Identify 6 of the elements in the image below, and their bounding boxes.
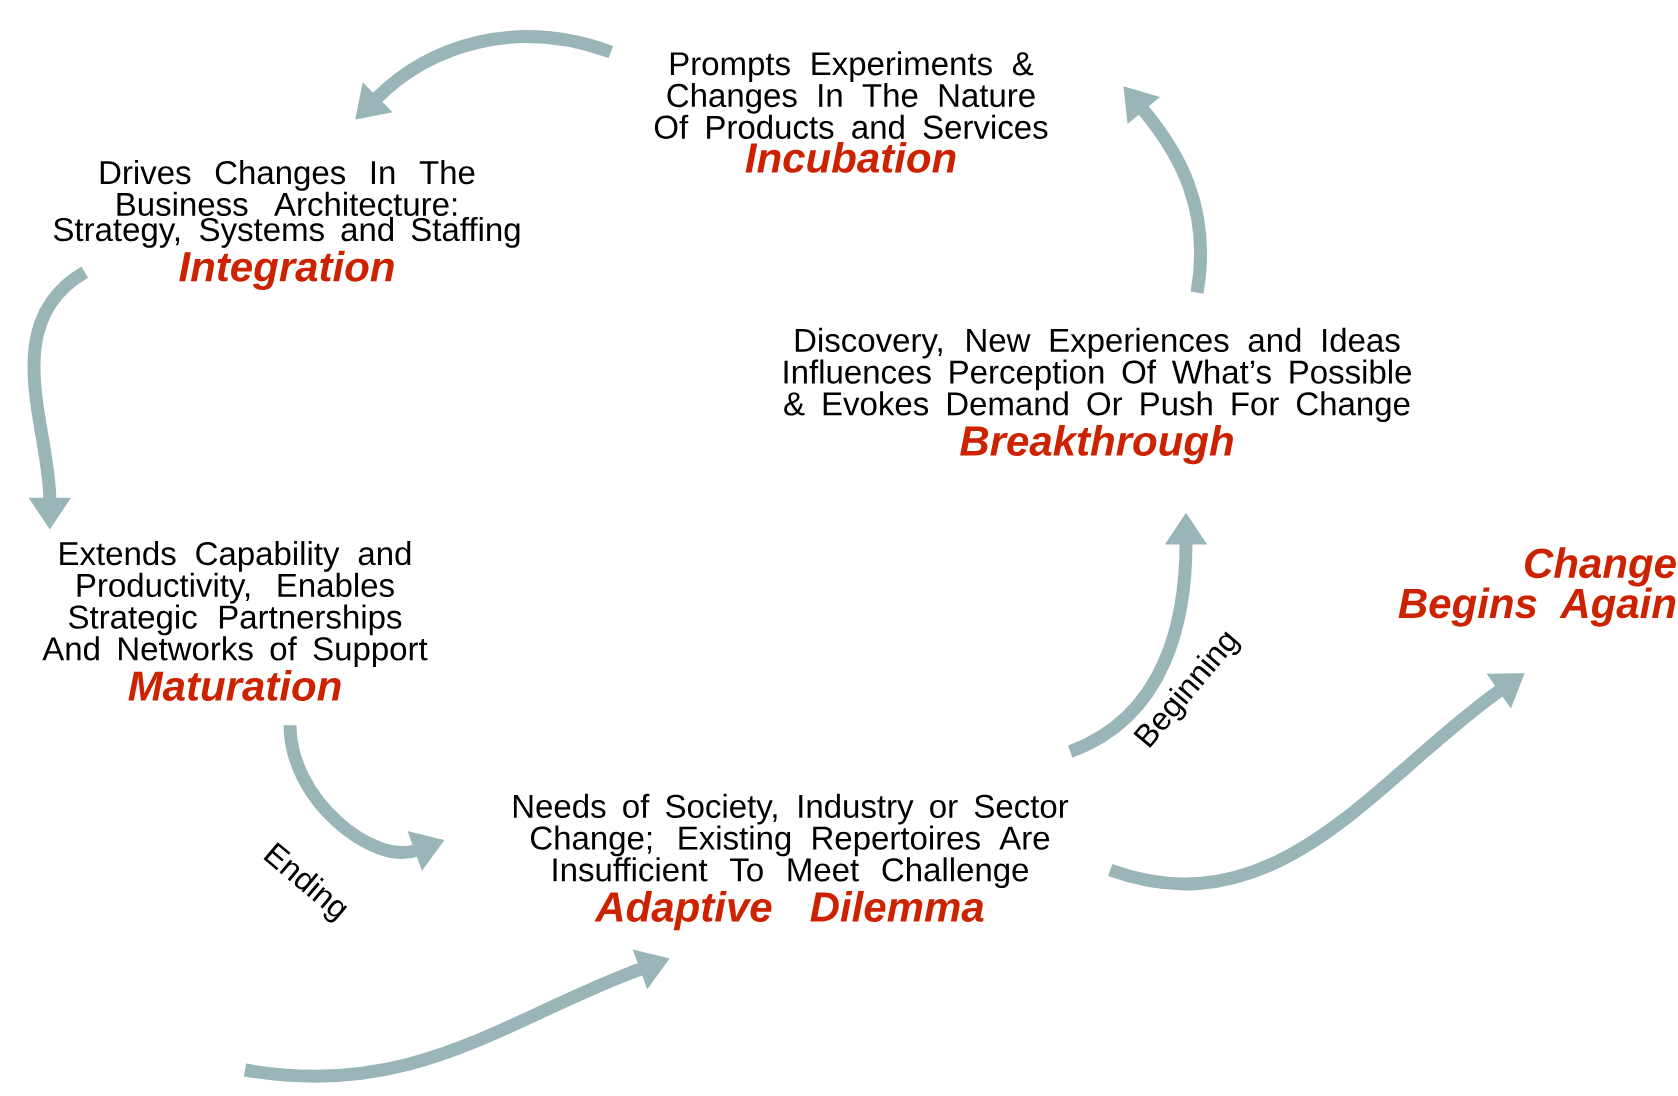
stage-text: Extends Capability and Productivity, Enables Strategic Partnerships And Networks of Support Maturation <box>42 541 428 701</box>
stage-text: Change Begins Again <box>1398 547 1676 627</box>
stage-text: Discovery, New Experiences and Ideas Influences Perception Of What’s Possible & Evokes Demand Or Push For Change Breakthrough <box>784 327 1411 465</box>
stage-text: Drives Changes In The Business Architecture: Strategy, Systems and Staffing Integration <box>53 160 520 290</box>
stage-text: Needs of Society, Industry or Sector Change; Existing Repertoires Are Insufficient To Meet Challenge Adaptive Dilemma <box>513 793 1069 931</box>
stage-text: Prompts Experiments & Changes In The Nature Of Products and Services Incubation <box>654 51 1048 173</box>
